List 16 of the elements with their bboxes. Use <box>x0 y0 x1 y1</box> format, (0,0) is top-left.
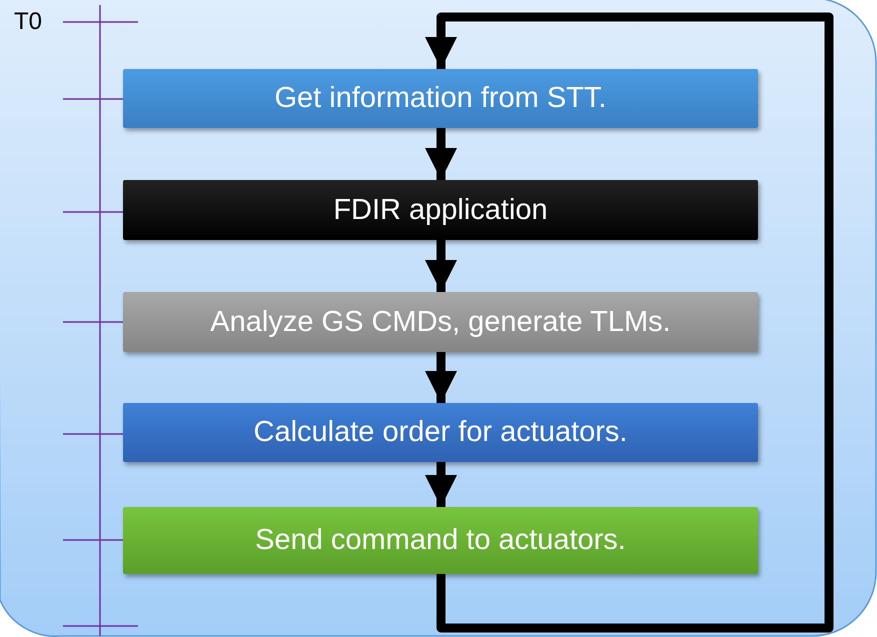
step-text: FDIR application <box>333 194 548 226</box>
arrow <box>425 462 457 507</box>
arrow <box>425 12 834 632</box>
step-text: Calculate order for actuators. <box>254 416 628 449</box>
process-box <box>123 292 758 352</box>
process-box <box>123 180 758 240</box>
step-text: Send command to actuators. <box>255 524 626 557</box>
arrow <box>425 128 457 180</box>
process-box <box>123 69 758 128</box>
process-box <box>123 403 758 462</box>
step-text: Get information from STT. <box>274 82 606 115</box>
arrow <box>425 240 457 292</box>
time-label: T0 <box>14 8 42 36</box>
step-text: Analyze GS CMDs, generate TLMs. <box>210 306 671 338</box>
process-box <box>123 507 758 574</box>
arrow <box>425 352 457 403</box>
